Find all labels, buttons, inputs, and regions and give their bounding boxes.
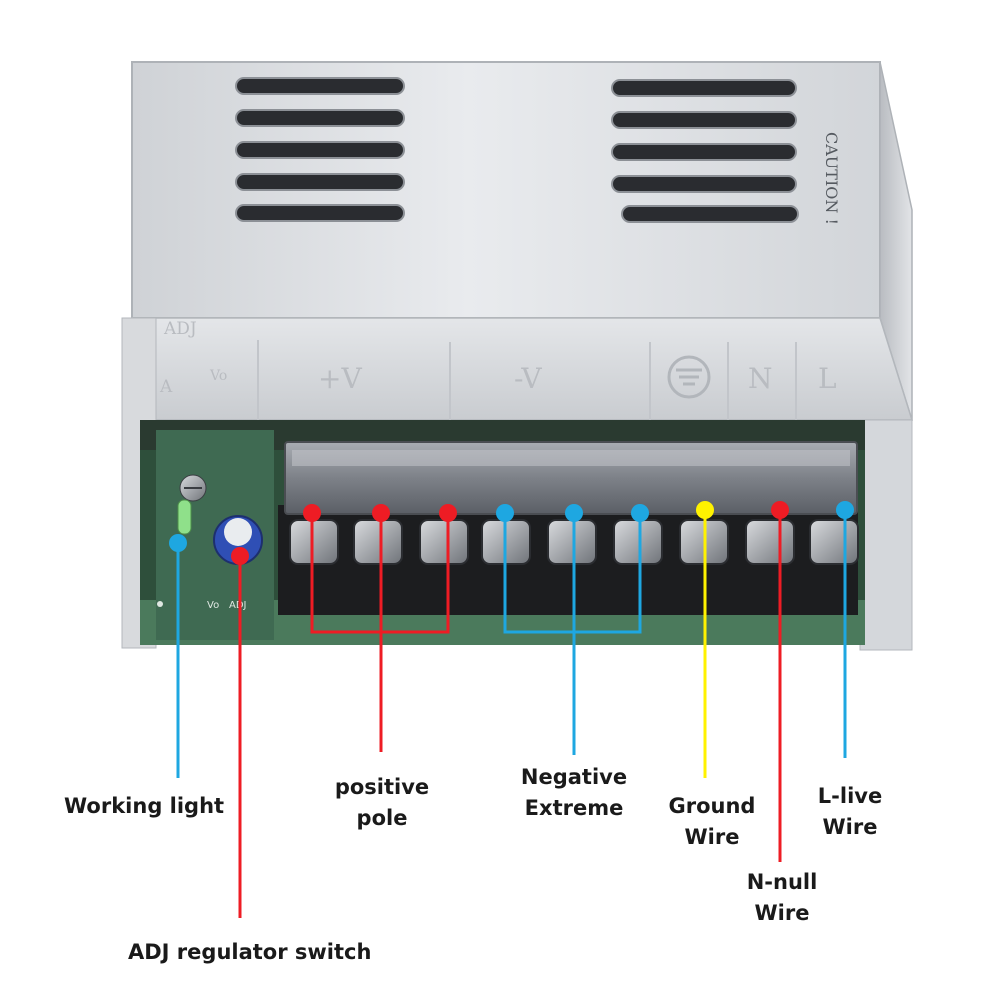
ground-wire-label: Ground Wire [662, 791, 762, 853]
negative-extreme-label-line2: Extreme [524, 796, 624, 820]
caution-text: CAUTION ! [822, 132, 841, 225]
callout-dots [169, 501, 854, 565]
adj-regulator-label-line: ADJ regulator switch [128, 940, 372, 964]
ground-symbol-icon [667, 355, 711, 399]
embossed-markings: ADJ Vo A +V -V N L [159, 319, 837, 397]
a-mark: A [159, 377, 173, 397]
working-light-led [177, 499, 192, 535]
dot-negative-2 [565, 504, 583, 522]
adj-regulator-label: ADJ regulator switch [128, 937, 371, 968]
pcb-adj-mark: ADJ [229, 600, 247, 611]
dot-adj-regulator [231, 547, 249, 565]
ground-wire-label-line1: Ground [668, 794, 756, 818]
dot-ground [696, 501, 714, 519]
n-null-wire-label: N-null Wire [738, 867, 826, 929]
vent-slots-left [235, 77, 405, 222]
l-live-wire-label: L-live Wire [808, 781, 892, 843]
terminal-label-n: N [748, 362, 773, 395]
working-light-label-line: Working light [64, 794, 225, 818]
dot-negative-1 [496, 504, 514, 522]
ground-wire-label-line2: Wire [684, 825, 740, 849]
dot-positive-2 [372, 504, 390, 522]
dot-positive-3 [439, 504, 457, 522]
front-dividers [257, 340, 797, 420]
dot-working-light [169, 534, 187, 552]
vo-mark: Vo [209, 368, 227, 384]
positive-pole-label-line2: pole [356, 806, 408, 830]
l-live-wire-label-line2: Wire [822, 815, 878, 839]
positive-pole-label-line1: positive [334, 775, 430, 799]
dot-n-null [771, 501, 789, 519]
pcb-left-panel: Vo ADJ [156, 430, 274, 640]
dot-positive-1 [303, 504, 321, 522]
negative-extreme-label-line1: Negative [520, 765, 628, 789]
positive-pole-label: positive pole [332, 772, 432, 834]
terminal-label-plus-v: +V [318, 362, 362, 395]
n-null-wire-label-line1: N-null [746, 870, 818, 894]
terminal-label-minus-v: -V [514, 362, 542, 395]
negative-extreme-label: Negative Extreme [518, 762, 630, 824]
terminal-block [278, 441, 859, 615]
dot-negative-3 [631, 504, 649, 522]
n-null-wire-label-line2: Wire [754, 901, 810, 925]
callout-lines [176, 510, 847, 918]
adj-mark: ADJ [163, 319, 197, 339]
pcb-vo-mark: Vo [207, 600, 219, 611]
working-light-label: Working light [64, 791, 224, 822]
dot-l-live [836, 501, 854, 519]
vent-slots-right [611, 79, 799, 223]
terminal-label-l: L [818, 362, 837, 395]
l-live-wire-label-line1: L-live [817, 784, 883, 808]
housing-right-wall [859, 419, 913, 651]
